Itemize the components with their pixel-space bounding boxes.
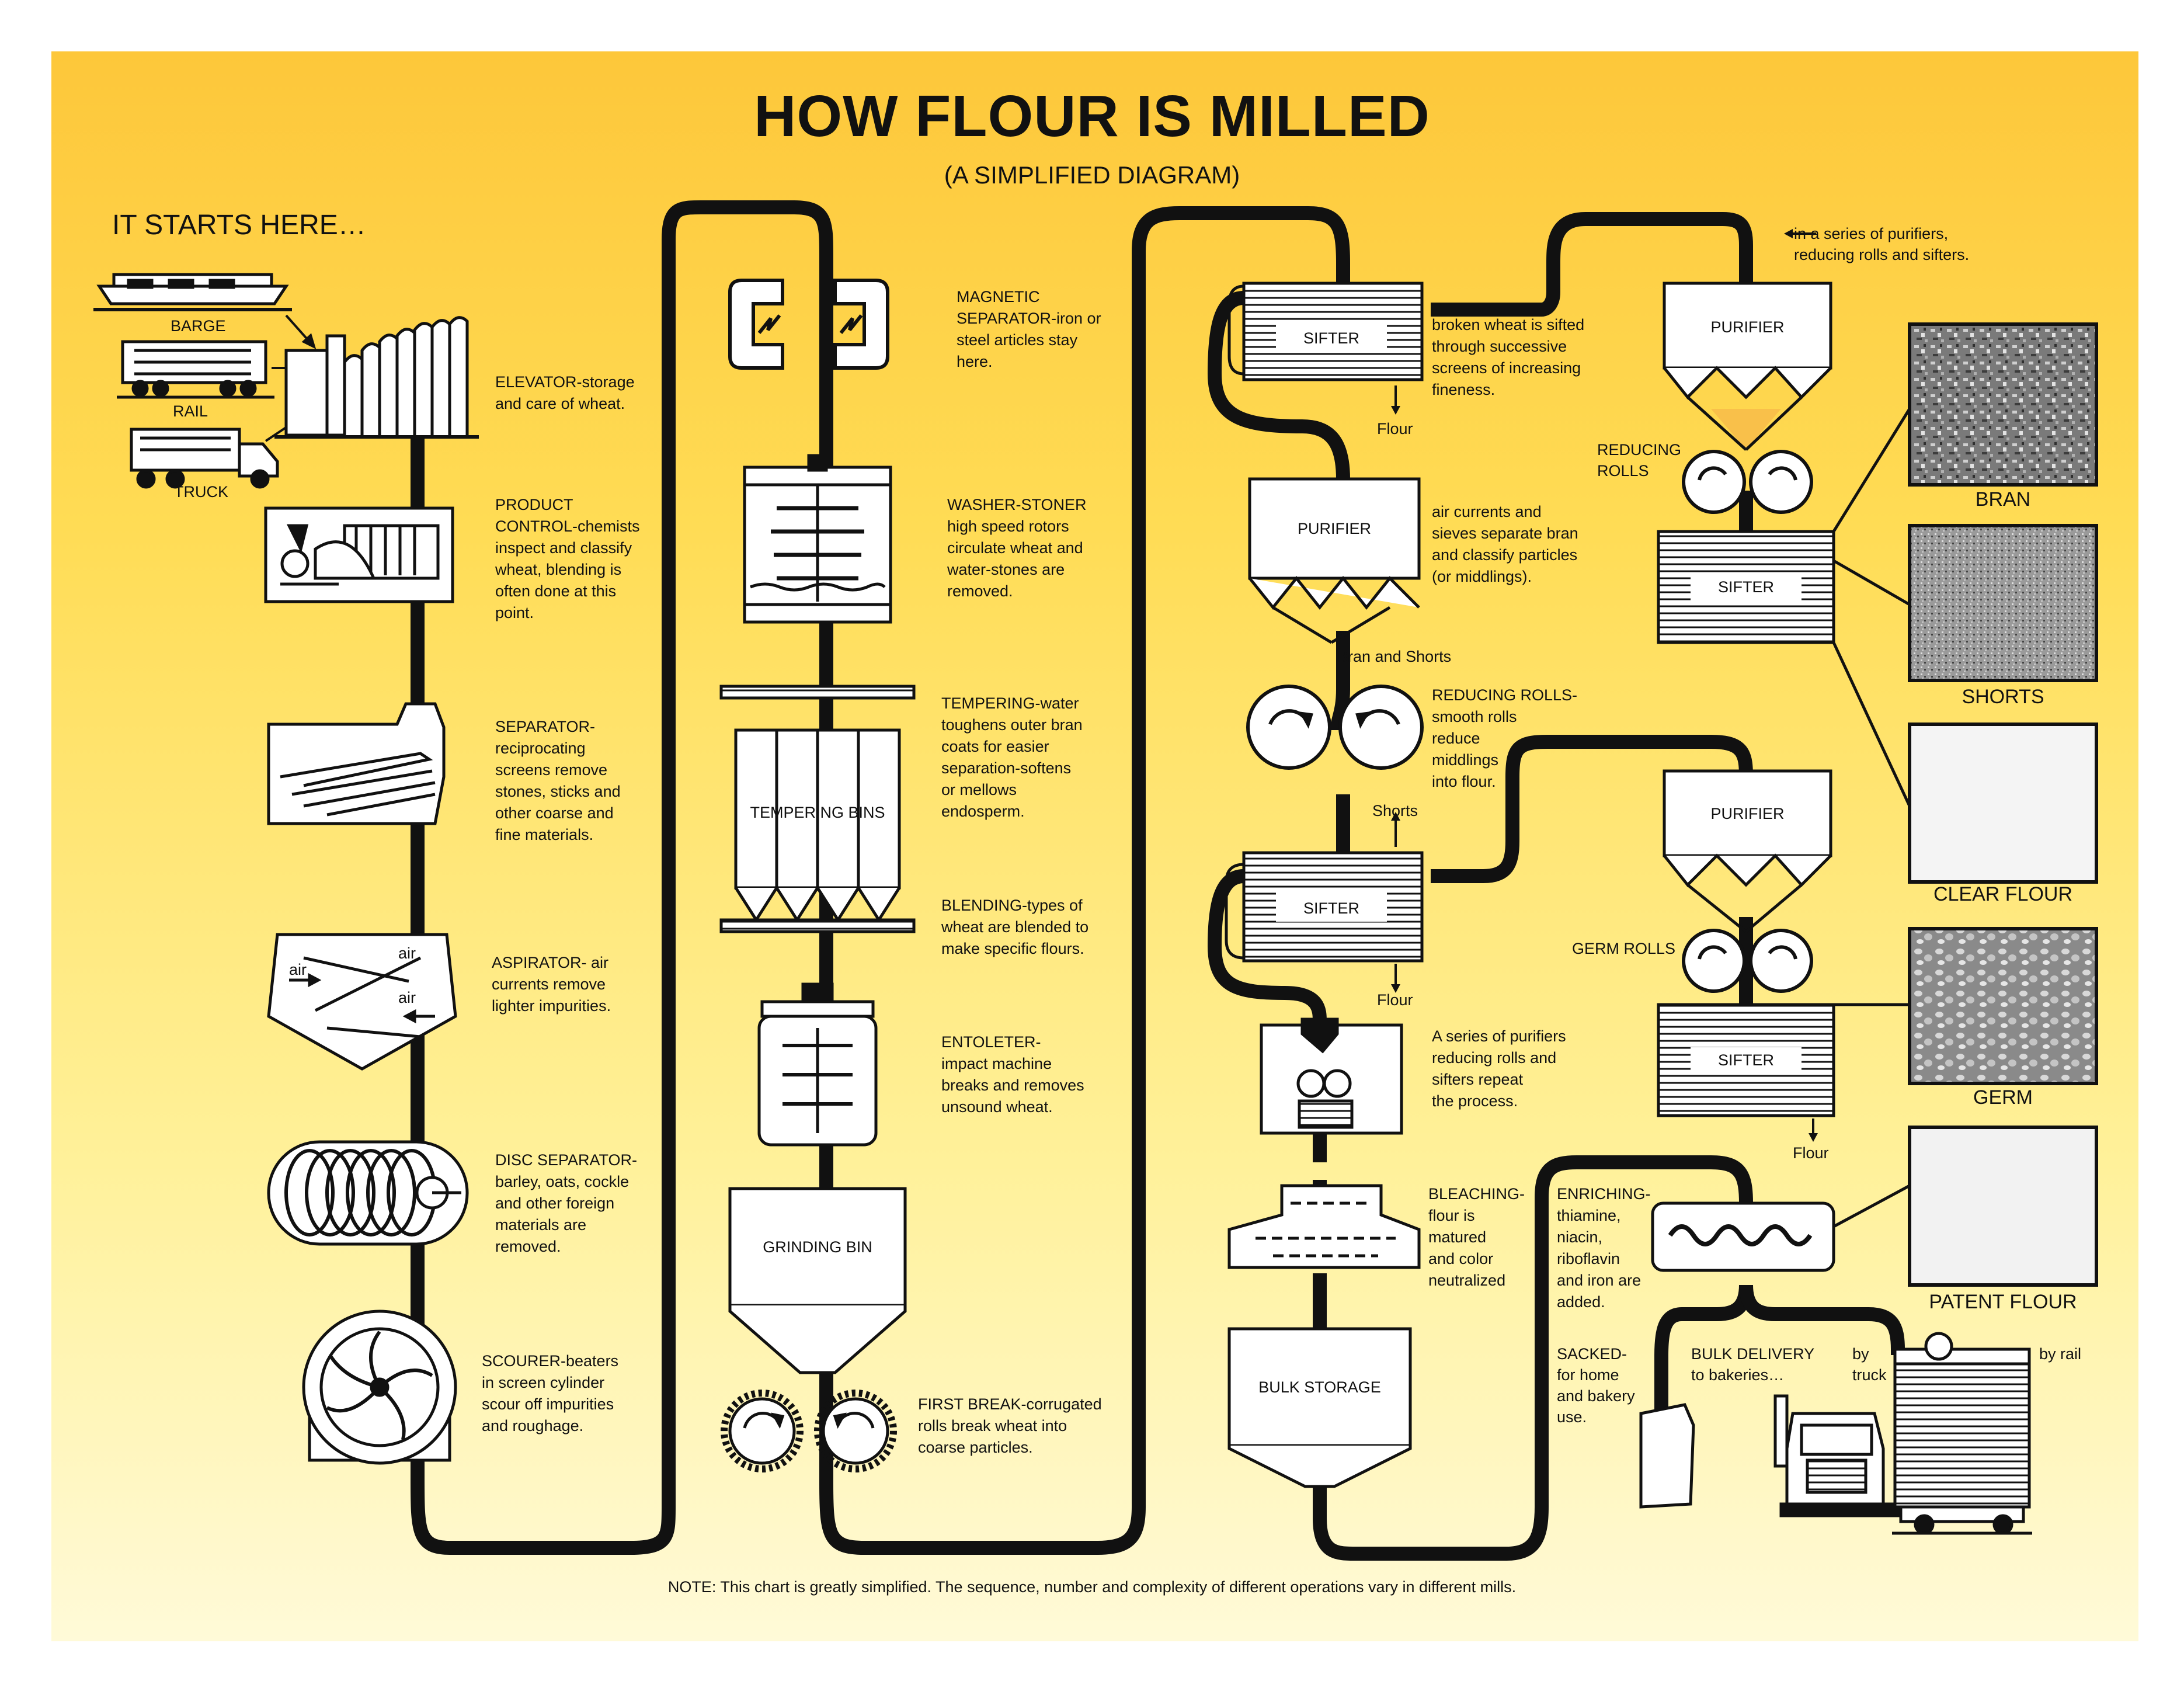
purifier-1-icon (1248, 477, 1421, 644)
barge-icon (93, 273, 292, 311)
air-label-1: air (289, 961, 307, 978)
bulk-storage-label: BULK STORAGE (1258, 1378, 1381, 1396)
magnetic-separator-description: MAGNETIC SEPARATOR-iron or steel article… (957, 288, 1101, 370)
page-title: HOW FLOUR IS MILLED (754, 84, 1430, 149)
footnote: NOTE: This chart is greatly simplified. … (667, 1578, 1517, 1596)
product-control-icon (264, 506, 454, 603)
first-break-rolls-icon (721, 1390, 897, 1472)
product-swatches (1908, 322, 2098, 1287)
disc-separator-icon (267, 1140, 469, 1246)
purifier-middle-icon (1663, 769, 1832, 933)
repeat-unit-icon (1260, 1017, 1403, 1135)
elevator-icon (274, 316, 479, 439)
flour-label-1: Flour (1377, 420, 1413, 437)
rail-hopper-icon (1892, 1332, 2032, 1535)
tempering-description: TEMPERING-water toughens outer bran coat… (941, 694, 1083, 820)
purifier-top-label: PURIFIER (1710, 318, 1785, 336)
washer-stoner-description: WASHER-STONER high speed rotors circulat… (947, 496, 1087, 600)
reducing-rolls-right-icon (1682, 450, 1813, 514)
aspirator-description: ASPIRATOR- air currents remove lighter i… (492, 954, 611, 1015)
series-note: in a series of purifiers, reducing rolls… (1794, 225, 1970, 263)
sifter-1-label-bg (1276, 324, 1387, 350)
by-rail-label: by rail (2039, 1345, 2082, 1363)
sifter-2-label-bg (1276, 892, 1387, 922)
sifter-1-label: SIFTER (1303, 329, 1359, 347)
shorts-label: Shorts (1372, 802, 1418, 819)
bleaching-icon (1227, 1184, 1421, 1269)
tempering-bins-icon (719, 685, 916, 933)
delivery-truck-icon (1773, 1394, 1900, 1517)
rail-label: RAIL (173, 402, 208, 420)
separator-description: SEPARATOR- reciprocating screens remove … (495, 718, 621, 843)
washer-stoner-icon (743, 454, 892, 624)
scourer-description: SCOURER-beaters in screen cylinder scour… (482, 1352, 619, 1435)
tempering-bins-label: TEMPERING BINS (750, 804, 885, 821)
disc-separator-description: DISC SEPARATOR- barley, oats, cockle and… (495, 1151, 638, 1255)
reducing-rolls-description: REDUCING ROLLS- smooth rolls reduce midd… (1432, 686, 1578, 790)
entoleter-icon (757, 982, 878, 1147)
bran-and-shorts-label: Bran and Shorts (1337, 648, 1452, 665)
blending-description: BLENDING-types of wheat are blended to m… (941, 897, 1089, 957)
first-break-description: FIRST BREAK-corrugated rolls break wheat… (918, 1395, 1102, 1456)
reducing-rolls-label: REDUCING ROLLS (1597, 441, 1682, 480)
sack-icon (1639, 1403, 1695, 1509)
grinding-bin-label: GRINDING BIN (763, 1238, 872, 1256)
purifier-top-icon (1663, 282, 1832, 451)
truck-label: TRUCK (174, 483, 228, 501)
barge-label: BARGE (171, 317, 226, 335)
air-label-2: air (398, 944, 416, 962)
by-truck-label: by truck (1852, 1345, 1887, 1384)
product-clear-flour: CLEAR FLOUR (1933, 883, 2073, 905)
truck-icon (130, 428, 279, 489)
product-patent-flour: PATENT FLOUR (1929, 1291, 2077, 1313)
sifter-1-description: broken wheat is sifted through successiv… (1432, 316, 1585, 398)
entoleter-description: ENTOLETER- impact machine breaks and rem… (941, 1033, 1084, 1116)
purifier-1-label: PURIFIER (1297, 520, 1371, 537)
germ-rolls-icon (1682, 929, 1813, 993)
flow-pipe (411, 200, 1905, 1561)
product-control-description: PRODUCT CONTROL-chemists inspect and cla… (495, 496, 640, 621)
flour-label-3: Flour (1793, 1144, 1829, 1162)
sifter-right-2-label: SIFTER (1717, 1051, 1774, 1069)
bleaching-description: BLEACHING- flour is matured and color ne… (1428, 1185, 1525, 1289)
reducing-rolls-center-icon (1246, 685, 1424, 770)
sifter-right-1-label: SIFTER (1717, 578, 1774, 596)
magnetic-separator-icon (728, 279, 889, 370)
germ-rolls-label: GERM ROLLS (1572, 940, 1676, 957)
elevator-description: ELEVATOR-storage and care of wheat. (495, 373, 635, 412)
bulk-delivery-label: BULK DELIVERY to bakeries… (1691, 1345, 1815, 1384)
page-subtitle: (A SIMPLIFIED DIAGRAM) (944, 161, 1240, 189)
enriching-description: ENRICHING- thiamine, niacin, riboflavin … (1557, 1185, 1651, 1311)
sacked-label: SACKED- for home and bakery use. (1557, 1345, 1635, 1426)
rail-car-icon (117, 340, 274, 399)
start-label: IT STARTS HERE… (112, 210, 366, 241)
air-label-3: air (398, 989, 416, 1006)
separator-icon (267, 702, 446, 825)
grinding-bin-icon (728, 1187, 907, 1374)
product-germ: GERM (1973, 1086, 2033, 1109)
sifter-2-label: SIFTER (1303, 899, 1359, 917)
aspirator-icon (267, 933, 457, 1071)
flour-label-2: Flour (1377, 991, 1413, 1009)
product-shorts: SHORTS (1962, 686, 2044, 708)
scourer-icon (302, 1310, 457, 1465)
purifier-middle-label: PURIFIER (1710, 805, 1785, 822)
bulk-storage-icon (1227, 1327, 1412, 1488)
product-bran: BRAN (1975, 488, 2031, 510)
purifier-1-description: air currents and sieves separate bran an… (1432, 503, 1578, 585)
enriching-icon (1651, 1201, 1835, 1272)
repeat-description: A series of purifiers reducing rolls and… (1432, 1027, 1566, 1110)
